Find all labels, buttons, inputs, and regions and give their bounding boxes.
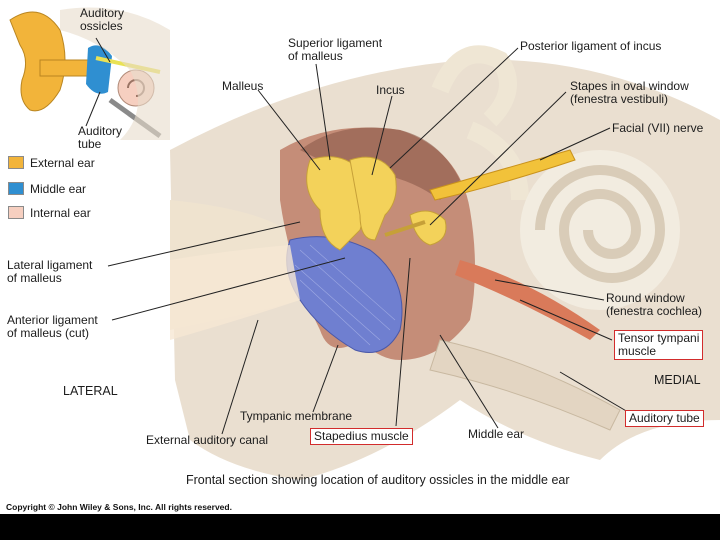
label-superior-ligament: Superior ligament of malleus xyxy=(288,36,383,63)
legend-label: External ear xyxy=(30,156,95,170)
label-facial-nerve: Facial (VII) nerve xyxy=(612,121,704,135)
facial-nerve xyxy=(429,149,576,201)
semicircular-canals xyxy=(431,45,529,201)
label-malleus: Malleus xyxy=(222,79,264,93)
figure-caption: Frontal section showing location of audi… xyxy=(186,473,570,487)
label-auditory-tube-inset: Auditory tube xyxy=(78,124,123,151)
legend-label: Middle ear xyxy=(30,182,87,196)
cochlea xyxy=(520,150,680,310)
ossicles xyxy=(306,156,447,251)
label-round-window: Round window (fenestra cochlea) xyxy=(606,291,703,318)
label-auditory-tube: Auditory tube xyxy=(625,410,704,427)
label-stapedius-muscle: Stapedius muscle xyxy=(310,428,413,445)
label-medial: MEDIAL xyxy=(654,373,701,387)
label-external-auditory-canal: External auditory canal xyxy=(146,433,269,447)
label-posterior-ligament: Posterior ligament of incus xyxy=(520,39,662,53)
middle-ear-swatch xyxy=(8,182,24,195)
label-tensor-tympani: Tensor tympani muscle xyxy=(614,330,704,360)
legend-label: Internal ear xyxy=(30,206,91,220)
label-tympanic-membrane: Tympanic membrane xyxy=(240,409,353,423)
label-stapes: Stapes in oval window (fenestra vestibul… xyxy=(570,79,689,106)
external-ear-swatch xyxy=(8,156,24,169)
label-anterior-ligament: Anterior ligament of malleus (cut) xyxy=(7,313,98,340)
inset-ear-illustration xyxy=(6,4,176,144)
label-lateral-ligament: Lateral ligament of malleus xyxy=(7,258,93,285)
internal-ear-swatch xyxy=(8,206,24,219)
label-middle-ear: Middle ear xyxy=(468,427,525,441)
ear-anatomy-illustration xyxy=(6,4,720,481)
tensor-tympani xyxy=(455,260,600,340)
label-auditory-ossicles: Auditory ossicles xyxy=(80,6,125,33)
copyright-notice: Copyright © John Wiley & Sons, Inc. All … xyxy=(6,502,232,512)
label-lateral: LATERAL xyxy=(63,384,118,398)
external-auditory-canal xyxy=(170,245,300,340)
diagram-canvas: Auditory ossicles Auditory tube External… xyxy=(0,0,720,514)
leader-lines xyxy=(85,37,629,435)
auditory-tube-shape xyxy=(429,339,621,431)
label-incus: Incus xyxy=(376,83,405,97)
